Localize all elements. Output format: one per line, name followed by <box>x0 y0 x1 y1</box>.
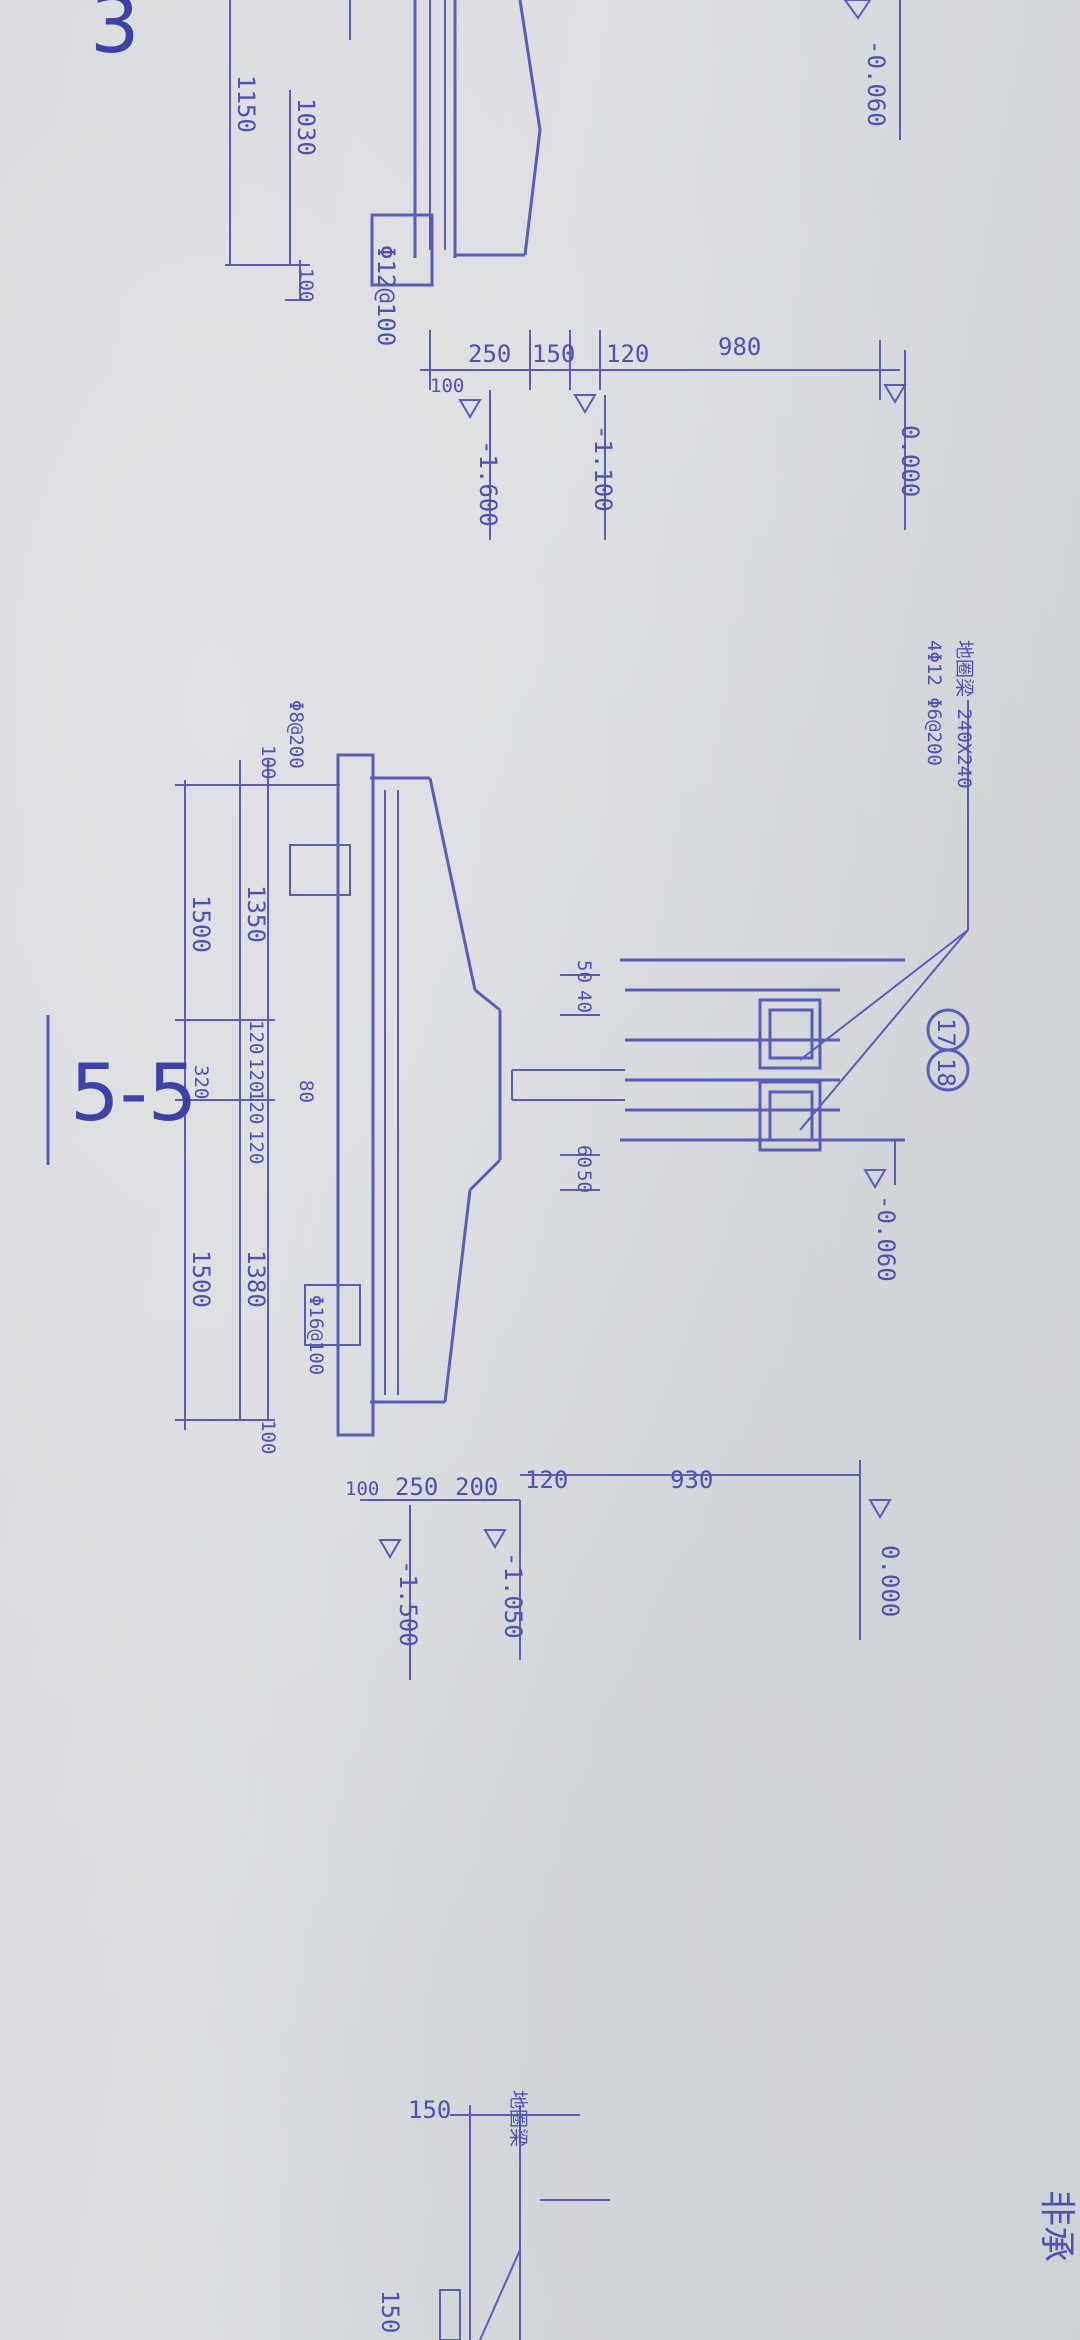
dim-corner-2: 150 <box>376 2290 404 2333</box>
dim-top-100b: 100 <box>430 375 464 397</box>
dim-corner-1: 150 <box>408 2096 451 2124</box>
dim-main-1500: 1500 <box>187 895 215 953</box>
dim-top-980: 980 <box>718 333 761 361</box>
dim-top-1150: 1150 <box>232 75 260 133</box>
top-dimension-lines <box>225 0 907 540</box>
elev-top-4: -1.600 <box>474 440 502 527</box>
dim-bottom-250: 250 <box>395 1473 438 1501</box>
dim-bottom-200: 200 <box>455 1473 498 1501</box>
elev-bottom-1: 0.000 <box>876 1545 904 1617</box>
axis-label-17: 17 <box>932 1018 960 1047</box>
dim-top-250: 250 <box>468 340 511 368</box>
dim-main-120c: 120 <box>245 1090 267 1124</box>
rebar-main-right: Φ16@100 <box>305 1295 327 1375</box>
main-footing-section <box>289 753 502 1437</box>
note-line-2: 4Φ12 Φ6@200 <box>923 640 945 766</box>
elev-bottom-3: -1.500 <box>394 1560 422 1647</box>
dim-bottom-100: 100 <box>345 1478 379 1500</box>
section-title: 5-5 <box>70 1049 197 1139</box>
note-line-1: 地圈梁 240X240 <box>953 640 975 789</box>
main-dimension-lines <box>175 760 892 1680</box>
dim-main-320: 320 <box>190 1065 212 1099</box>
dim-main-1380: 1380 <box>242 1250 270 1308</box>
partial-top-label: 3 <box>90 0 140 71</box>
dim-bottom-930: 930 <box>670 1466 713 1494</box>
corner-note: 地圈梁 <box>507 2090 529 2147</box>
elev-bottom-2: -1.050 <box>499 1552 527 1639</box>
axis-bubbles <box>926 1008 970 1092</box>
dim-main-100: 100 <box>257 745 279 779</box>
dim-main-120b: 120 <box>245 1058 267 1092</box>
dim-main-1350: 1350 <box>242 885 270 943</box>
rebar-top: Φ12@100 <box>372 245 400 346</box>
dim-bottom-120: 120 <box>525 1466 568 1494</box>
column-and-beams <box>511 700 969 1191</box>
top-footing-section <box>370 0 542 287</box>
partial-bottom-label: 非承 <box>1036 2190 1077 2262</box>
dim-main-80: 80 <box>295 1080 317 1103</box>
dim-top-150: 150 <box>532 340 575 368</box>
elev-top-3: -1.100 <box>589 425 617 512</box>
dim-top-100a: 100 <box>295 268 317 302</box>
stud-60: 60 <box>573 1145 595 1168</box>
corner-detail <box>439 2105 610 2340</box>
stud-50b: 50 <box>573 1170 595 1193</box>
stud-40: 40 <box>573 990 595 1013</box>
dim-main-120d: 120 <box>245 1130 267 1164</box>
dim-main-100b: 100 <box>257 1420 279 1454</box>
dim-top-120: 120 <box>606 340 649 368</box>
dim-top-1030: 1030 <box>292 98 320 156</box>
axis-label-18: 18 <box>932 1058 960 1087</box>
dim-main-120a: 120 <box>245 1020 267 1054</box>
elev-top-1: -0.060 <box>862 40 890 127</box>
elev-main-1: -0.060 <box>872 1195 900 1282</box>
rebar-main-left: Φ8@200 <box>285 700 307 769</box>
dim-main-1500b: 1500 <box>187 1250 215 1308</box>
elev-top-2: 0.000 <box>896 425 924 497</box>
stud-50a: 50 <box>573 960 595 983</box>
